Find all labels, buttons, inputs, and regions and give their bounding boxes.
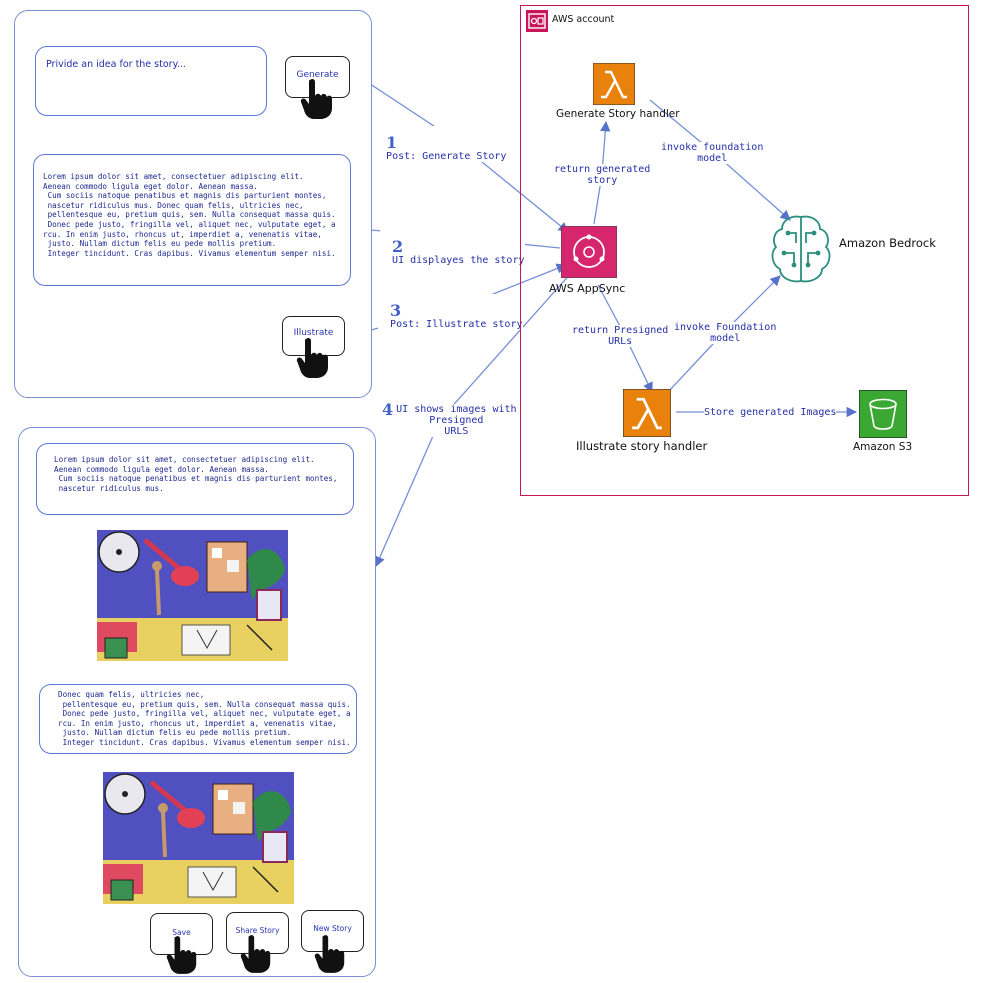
save-button[interactable]: Save: [150, 913, 213, 955]
illustration-image: [97, 530, 288, 661]
generate-button[interactable]: Generate: [285, 56, 350, 98]
store-images-label: Store generated Images: [704, 407, 837, 418]
step-2-text: UI displayes the story: [392, 255, 525, 266]
story-prompt-placeholder: Privide an idea for the story...: [46, 59, 186, 70]
pointer-hand-icon: [166, 936, 197, 974]
share-story-button-label: Share Story: [235, 926, 280, 935]
appsync-icon: [561, 226, 617, 278]
generate-button-label: Generate: [296, 70, 339, 80]
aws-account-group: [520, 5, 969, 496]
aws-account-label: AWS account: [552, 14, 615, 25]
return-generated-label: return generated story: [554, 164, 651, 186]
story-output-box: Lorem ipsum dolor sit amet, consectetuer…: [33, 154, 351, 286]
step-3-number: 3: [390, 301, 402, 320]
aws-account-icon: [526, 10, 548, 32]
invoke-foundation-label-1: invoke foundation model: [661, 142, 764, 164]
illustration-image: [103, 772, 294, 904]
step-3-text: Post: Illustrate story: [390, 319, 523, 330]
pointer-hand-icon: [296, 337, 328, 378]
bedrock-label: Amazon Bedrock: [839, 236, 936, 250]
pointer-hand-icon: [300, 78, 332, 119]
step-4-text: UI shows images with Presigned URLS: [396, 404, 517, 437]
s3-icon: [859, 390, 907, 438]
step-4-label: 4 UI shows images with Presigned URLS: [382, 400, 517, 437]
step-4-number: 4: [382, 400, 394, 419]
share-story-button[interactable]: Share Story: [226, 912, 289, 954]
lambda-icon: [593, 63, 635, 105]
new-story-button[interactable]: New Story: [301, 910, 364, 952]
save-button-label: Save: [172, 928, 191, 937]
appsync-label: AWS AppSync: [549, 282, 626, 295]
s3-label: Amazon S3: [853, 441, 913, 453]
pointer-hand-icon: [240, 935, 271, 973]
step-2-number: 2: [392, 237, 404, 256]
generate-story-handler-label: Generate Story handler: [556, 108, 680, 120]
paragraph-box-2: Donec quam felis, ultricies nec, pellent…: [39, 684, 357, 754]
step-1-text: Post: Generate Story: [386, 151, 507, 162]
story-illustration-1: [97, 530, 288, 661]
paragraph-1-text: Lorem ipsum dolor sit amet, consectetuer…: [54, 455, 338, 493]
story-illustration-2: [103, 772, 294, 904]
step-1-number: 1: [386, 133, 398, 152]
invoke-foundation-label-2: invoke Foundation model: [674, 322, 777, 344]
return-presigned-label: return Presigned URLs: [572, 325, 669, 347]
paragraph-2-text: Donec quam felis, ultricies nec, pellent…: [58, 690, 351, 747]
step-2-label: 2 UI displayes the story: [380, 230, 525, 266]
illustrate-story-handler-label: Illustrate story handler: [576, 439, 708, 453]
pointer-hand-icon: [314, 935, 345, 973]
story-output-text: Lorem ipsum dolor sit amet, consectetuer…: [43, 172, 336, 258]
step-3-label: 3 Post: Illustrate story: [378, 294, 523, 330]
paragraph-box-1: Lorem ipsum dolor sit amet, consectetuer…: [36, 443, 354, 515]
step-1-label: 1 Post: Generate Story: [374, 126, 507, 162]
bedrock-icon: [771, 215, 831, 283]
new-story-button-label: New Story: [313, 924, 352, 933]
lambda-icon: [623, 389, 671, 437]
illustrate-button-label: Illustrate: [293, 328, 334, 338]
story-prompt-input[interactable]: Privide an idea for the story...: [35, 46, 267, 116]
